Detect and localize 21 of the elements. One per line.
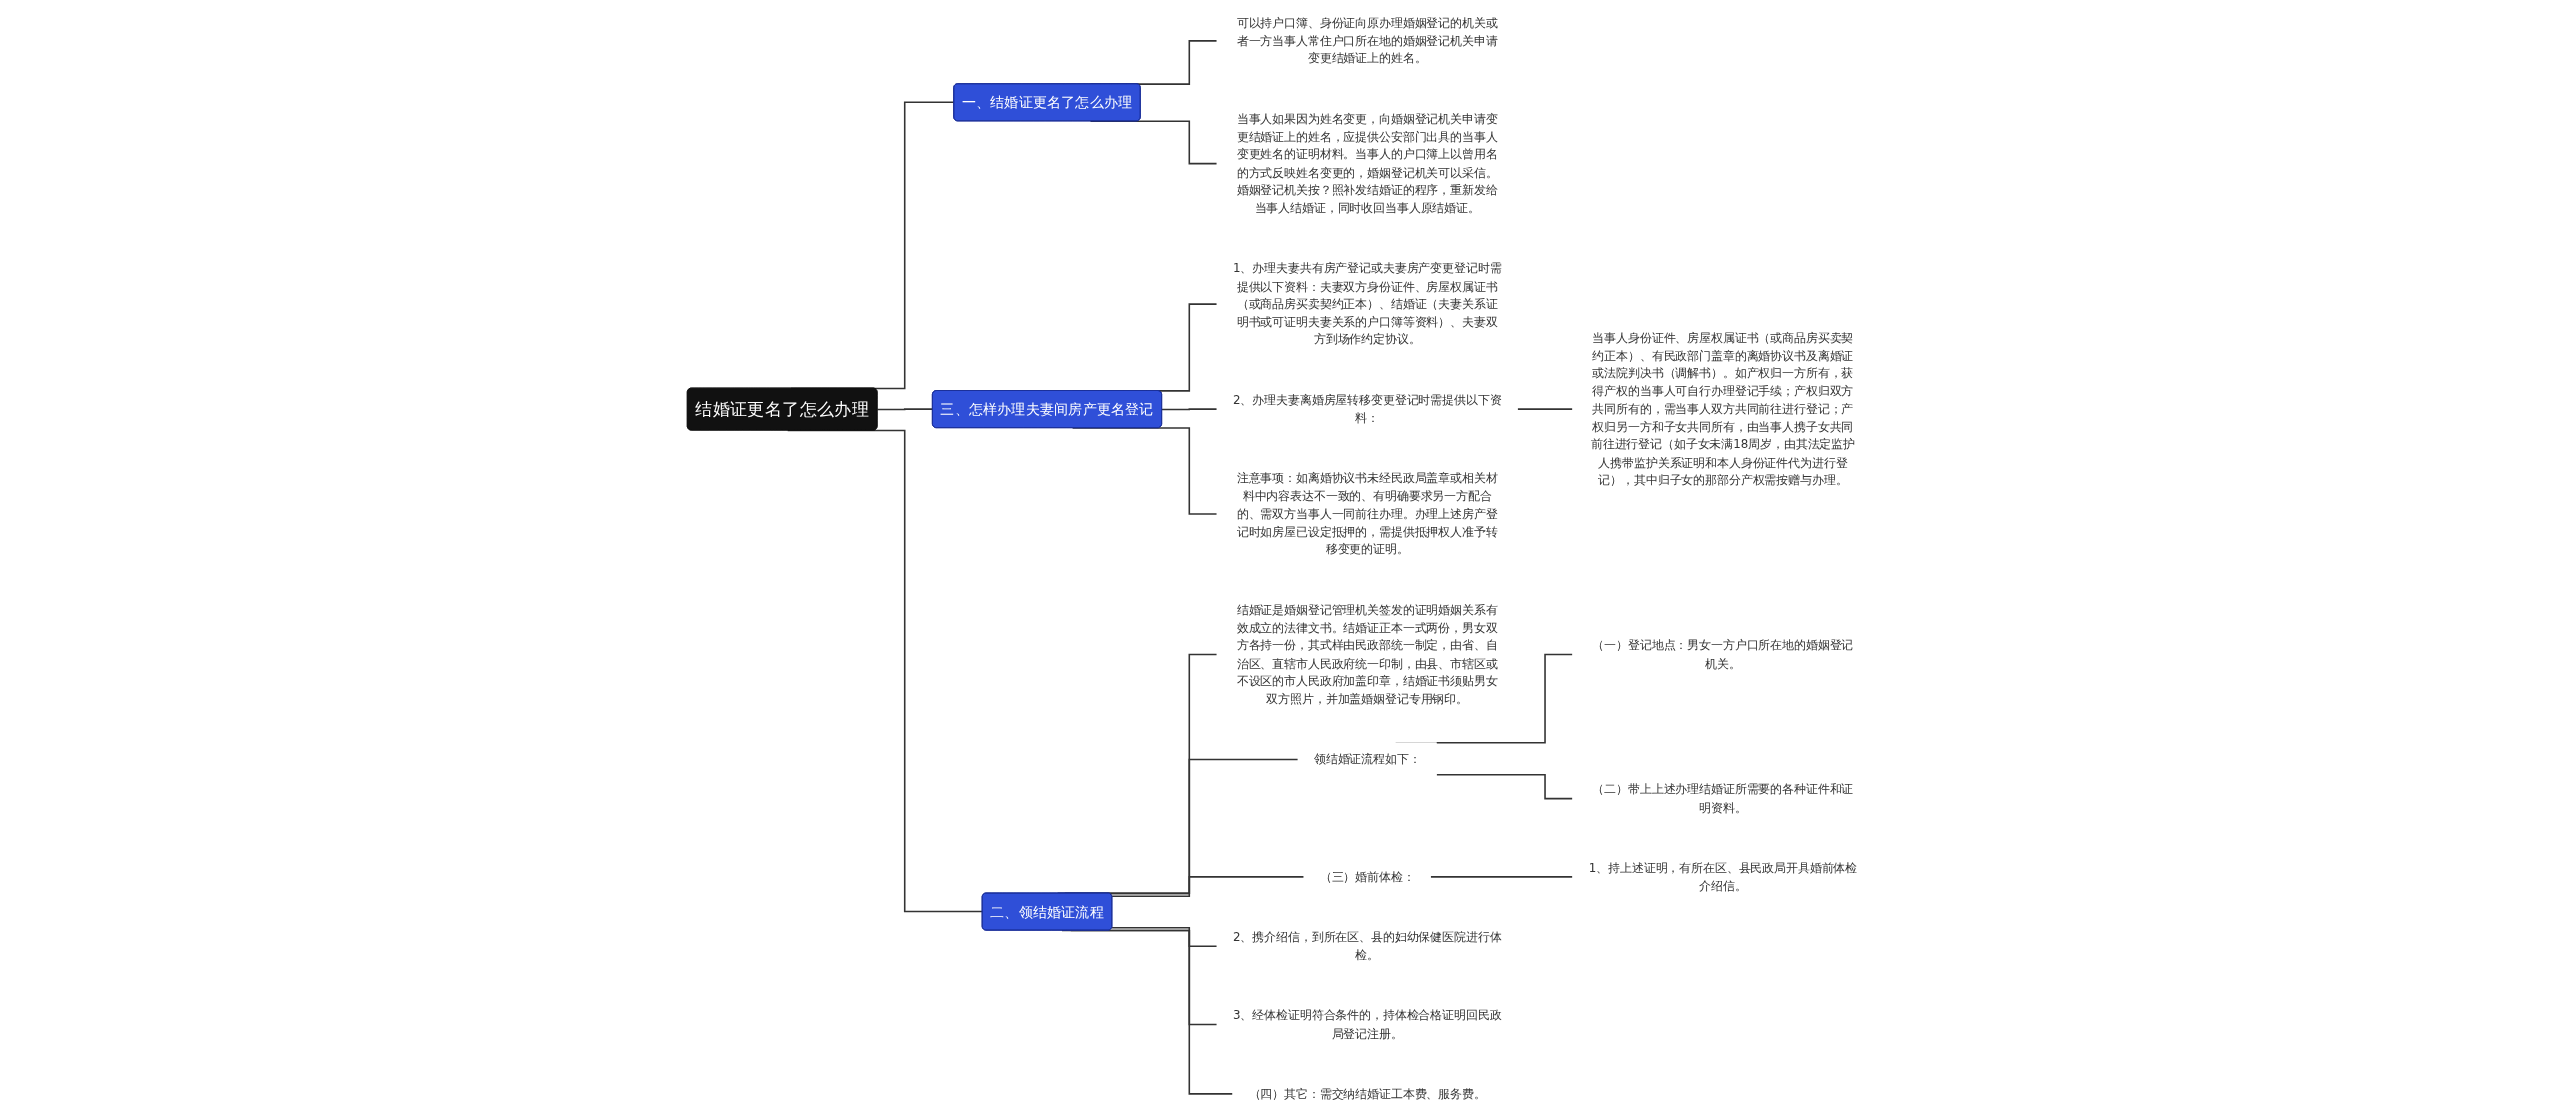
connector — [1111, 876, 1305, 897]
connector — [1429, 876, 1574, 878]
node-text: （一）登记地点：男女一方户口所在地的婚姻登记机关。 — [1592, 638, 1854, 671]
node-text: 当事人如果因为姓名变更，向婚姻登记机关申请变更结婚证上的姓名，应提供公安部门出具的当事人变更姓名的证明材料。当事人的户口簿上以曾用名的方式反映姓名变更的，婚姻登记机关可以采信。婚姻登记机关按？照补发结婚证的程序，重新发给当事人结婚证，同时收回当事人原结婚证。 — [1236, 111, 1498, 216]
connector — [1161, 408, 1218, 411]
node-text: 2、携介绍信，到所在区、县的妇幼保健医院进行体检。 — [1232, 930, 1502, 963]
node-text: 注意事项：如离婚协议书未经民政局盖章或相关材料中内容表达不一致的、有明确要求另一方配合的、需双方当事人一同前往办理。办理上述房产登记时如房屋已设定抵押的，需提供抵押权人准予转移变更的证明。 — [1236, 471, 1498, 557]
node-text: 2、办理夫妻离婚房屋转移变更登记时需提供以下资料： — [1232, 392, 1502, 425]
connector — [1111, 926, 1218, 948]
node-text: （四）其它：需交纳结婚证工本费、服务费。 — [1248, 1086, 1486, 1101]
node-text: 1、办理夫妻共有房产登记或夫妻房产变更登记时需提供以下资料：夫妻双方身份证件、房屋权属证书（或商品房买卖契约正本）、结婚证（夫妻关系证明书或可证明夫妻关系的户口簿等资料）、夫妻双方到场作约定协议。 — [1232, 261, 1502, 347]
node-text: 3、经体检证明符合条件的，持体检合格证明回民政局登记注册。 — [1232, 1008, 1502, 1041]
node-text: （三）婚前体检： — [1319, 869, 1415, 884]
connector — [876, 408, 934, 411]
node-text: （二）带上上述办理结婚证所需要的各种证件和证明资料。 — [1592, 782, 1854, 815]
connector — [1435, 773, 1574, 800]
node-text: 1、持上述证明，有所在区、县民政局开具婚前体检介绍信。 — [1588, 860, 1857, 893]
node-text: 结婚证是婚姻登记管理机关签发的证明婚姻关系有效成立的法律文书。结婚证正本一式两份，男女双方各持一份，其式样由民政部统一制定，由省、自治区、直辖市人民政府统一印制，由县、市辖区或不设区的市人民政府加盖印章，结婚证书须贴男女双方照片，并加盖婚姻登记专用钢印。 — [1236, 602, 1498, 706]
connector — [1516, 408, 1574, 410]
node-text: 可以持户口簿、身份证向原办理婚姻登记的机关或者一方当事人常住户口所在地的婚姻登记机关申请变更结婚证上的姓名。 — [1236, 15, 1498, 66]
node-text: 当事人身份证件、房屋权属证书（或商品房买卖契约正本）、有民政部门盖章的离婚协议书及离婚证或法院判决书（调解书）。如产权归一方所有，获得产权的当事人可自行办理登记手续；产权归双方共同所有的，需当事人双方共同前往进行登记；产权归另一方和子女共同所有，由当事人携子女共同前往进行登记（如子女未满18周岁，由其法定监护人携带监护关系证明和本人身份证件代为进行登记），其中归子女的那部分产权需按赠与办理。 — [1590, 330, 1855, 488]
